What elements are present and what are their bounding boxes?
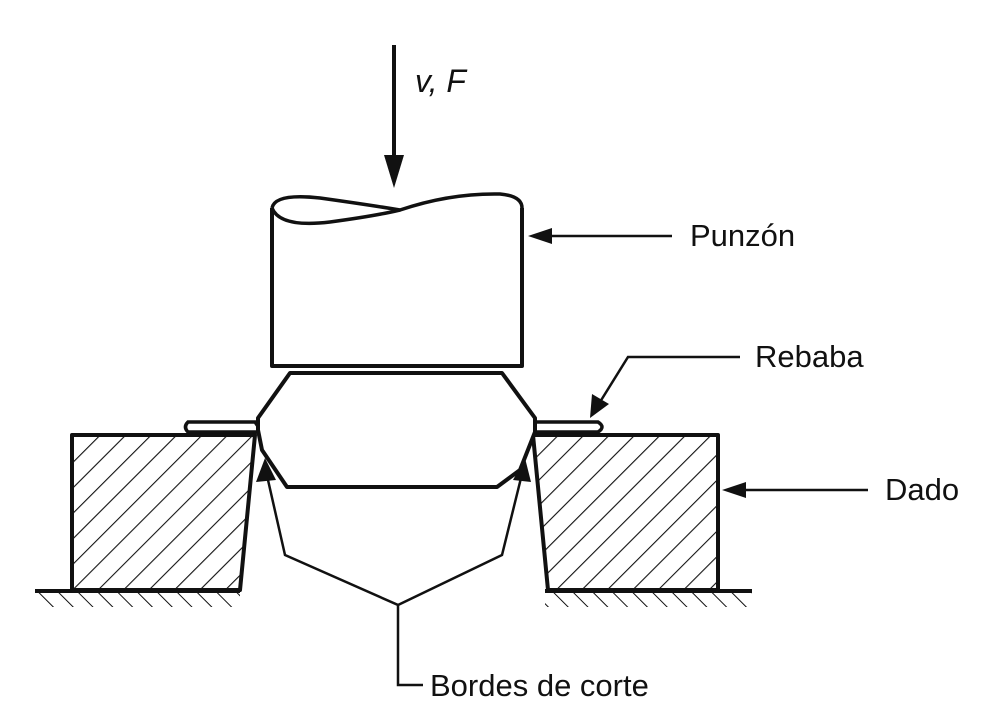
burr-label: Rebaba bbox=[755, 339, 864, 374]
punch bbox=[270, 192, 524, 368]
die-right bbox=[531, 433, 720, 592]
burr-left bbox=[183, 420, 266, 434]
burr-leader bbox=[590, 355, 740, 418]
velocity-force-label: v, F bbox=[415, 63, 468, 99]
cutting-edges-label: Bordes de corte bbox=[430, 668, 649, 703]
ground-right bbox=[545, 589, 752, 607]
die-left bbox=[70, 433, 257, 592]
die-leader bbox=[722, 482, 868, 498]
force-arrow bbox=[384, 45, 404, 188]
cutting-edges-leader bbox=[256, 458, 531, 687]
slug bbox=[256, 371, 537, 489]
ground-left bbox=[35, 589, 240, 607]
punch-label: Punzón bbox=[690, 218, 795, 253]
punch-leader bbox=[528, 228, 672, 244]
burr-right bbox=[528, 420, 604, 434]
die-label: Dado bbox=[885, 472, 959, 507]
